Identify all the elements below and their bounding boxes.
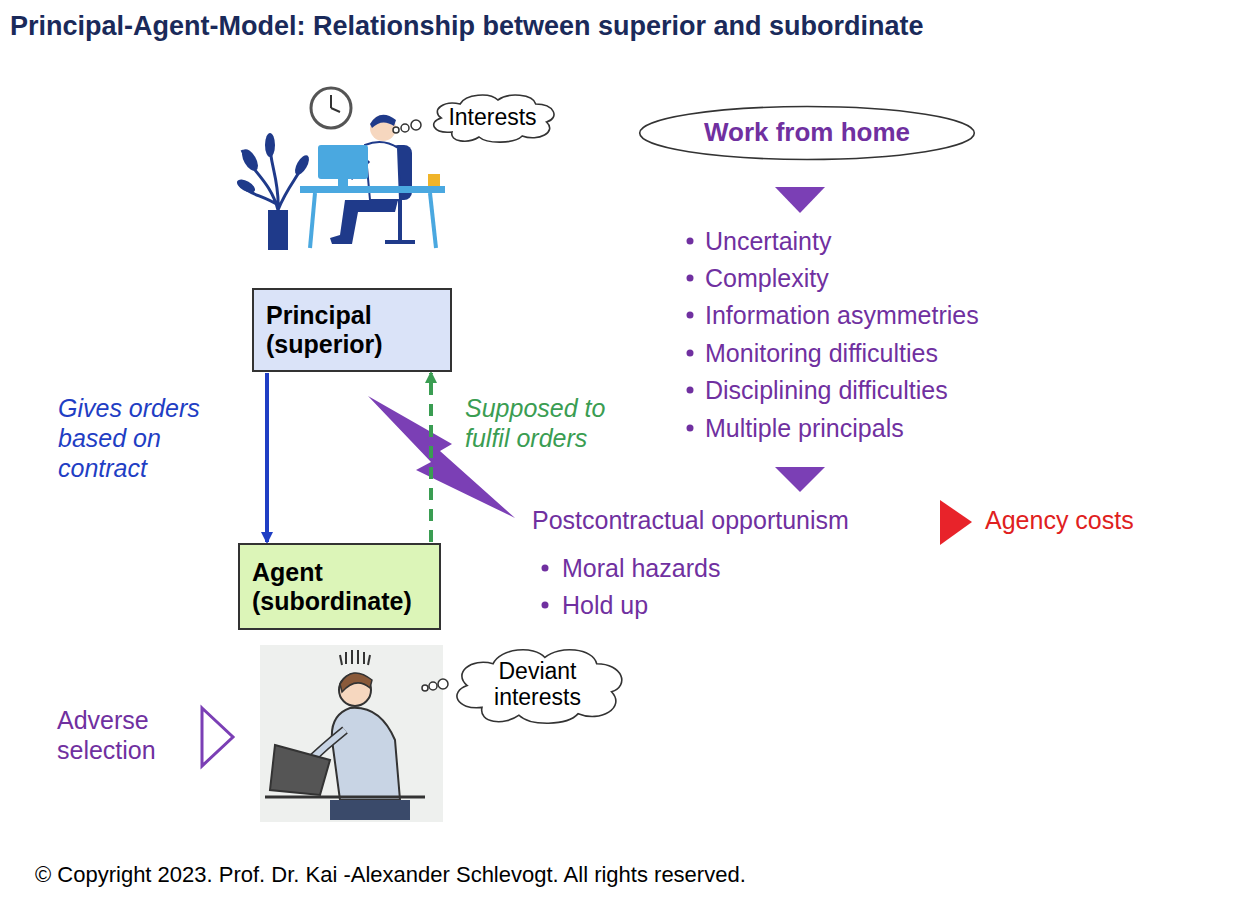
edge-label: Supposed to fulfil orders [465, 393, 645, 453]
text-label: Agency costs [985, 505, 1134, 535]
node-text-holder: Agent (subordinate) [252, 558, 427, 616]
node-text: Deviant interests [473, 658, 603, 711]
node-text: Principal (superior) [266, 301, 438, 359]
node-text-holder: Work from home [704, 118, 910, 148]
agent-illustration [260, 645, 443, 822]
node-text-holder: Principal (superior) [266, 301, 438, 359]
text-label: Complexity [705, 263, 829, 293]
node-text: Interests [448, 104, 536, 130]
node-text-holder: Interests [448, 104, 536, 130]
connector-arrow [265, 373, 269, 542]
text-label: Uncertainty [705, 226, 831, 256]
text-label: Postcontractual opportunism [532, 505, 849, 535]
edge-label: Gives orders based on contract [58, 393, 243, 483]
red-triangle [940, 500, 972, 545]
text-label: Moral hazards [562, 553, 720, 583]
node-text-holder: Deviant interests [473, 658, 603, 711]
text-label: Information asymmetries [705, 300, 979, 330]
copyright-caption: © Copyright 2023. Prof. Dr. Kai -Alexand… [35, 862, 746, 888]
text-label: Adverse selection [57, 705, 197, 765]
purple-triangle [202, 708, 233, 766]
bullets [542, 238, 694, 609]
text-label: Monitoring difficulties [705, 338, 938, 368]
node-text: Agent (subordinate) [252, 558, 427, 616]
diagram-title: Principal-Agent-Model: Relationship betw… [10, 10, 924, 42]
node-text: Work from home [704, 118, 910, 148]
agent-box: Agent (subordinate) [238, 543, 441, 630]
text-label: Multiple principals [705, 413, 904, 443]
text-label: Disciplining difficulties [705, 375, 948, 405]
thought-cloud: Interests [425, 92, 560, 142]
principal-box: Principal (superior) [252, 288, 452, 372]
connector-arrow [429, 373, 433, 542]
text-label: Hold up [562, 590, 648, 620]
thought-cloud: Deviant interests [445, 645, 630, 723]
down-triangle [775, 187, 825, 213]
topic-ellipse: Work from home [638, 106, 976, 160]
down-triangle [775, 467, 825, 492]
manager-illustration [235, 88, 445, 250]
